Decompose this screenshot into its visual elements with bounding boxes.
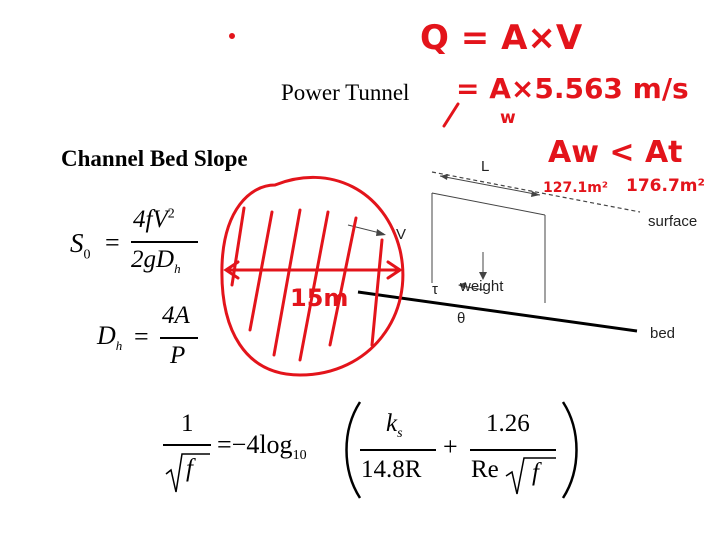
- dh-lhs: Dh: [97, 321, 122, 354]
- velocity-label: V: [396, 226, 407, 243]
- cw-term1-numerator-k: k: [386, 410, 398, 437]
- slope-numerator-exponent: 2: [167, 206, 175, 222]
- cw-left-paren: [345, 401, 362, 499]
- slope-lhs-symbol: S: [70, 228, 84, 258]
- cw-right-paren: [561, 401, 578, 499]
- slope-denominator-subscript: h: [174, 261, 181, 276]
- slope-fraction-bar: [131, 241, 198, 243]
- cw-plus-sign: +: [443, 432, 458, 461]
- slope-denominator-text: 2gD: [131, 246, 175, 273]
- shear-arrow-line: [461, 285, 485, 291]
- cw-term2-numerator: 1.26: [486, 410, 530, 437]
- equals-sign-2: =: [134, 322, 149, 351]
- ink-area-comparison: Aw < At: [548, 135, 683, 170]
- dh-numerator: 4A: [162, 302, 190, 329]
- slope-numerator: 4fV2: [133, 206, 175, 234]
- cw-term2-denominator-re: Re: [471, 456, 499, 483]
- cw-coefficient: −4log: [231, 430, 293, 459]
- shear-stress-label: τ: [432, 281, 438, 298]
- ink-hatch-5: [328, 216, 358, 347]
- angle-label: θ: [457, 310, 466, 327]
- length-arrow-right-head: [531, 191, 540, 197]
- equals-sign-1: =: [105, 228, 120, 257]
- cw-term1-numerator-sub: s: [397, 426, 403, 441]
- ink-circle: [220, 175, 405, 377]
- dh-fraction-bar: [160, 337, 198, 339]
- slide-title: Power Tunnel: [281, 80, 410, 105]
- ink-dimension-right-head: [386, 260, 403, 280]
- cw-lhs-numerator: 1: [181, 410, 194, 437]
- cw-term2-denominator-f: f: [532, 459, 539, 486]
- weight-label: weight: [460, 278, 504, 295]
- slope-lhs-subscript: 0: [83, 247, 91, 263]
- cw-term1-denominator: 14.8R: [361, 456, 422, 483]
- dh-denominator: P: [170, 342, 186, 369]
- length-label: L: [481, 158, 490, 175]
- ink-tunnel-area: 176.7m²: [626, 176, 705, 196]
- ink-hatch-1: [230, 206, 246, 287]
- cw-term1-numerator: ks: [386, 410, 403, 442]
- shear-arrow-head: [458, 282, 466, 289]
- dh-lhs-subscript: h: [115, 338, 123, 354]
- cw-lhs-denominator: f: [186, 455, 193, 482]
- ink-arrow-stroke: [442, 102, 460, 128]
- ink-annotations: [220, 33, 460, 377]
- dh-lhs-symbol: D: [97, 321, 116, 350]
- ink-q-equals-av: Q = A×V: [420, 18, 583, 58]
- ink-dimension-label: 15m: [290, 284, 349, 312]
- slope-numerator-text: 4fV: [133, 206, 168, 233]
- bed-label: bed: [650, 325, 676, 342]
- slope-lhs: S0: [70, 228, 91, 263]
- cw-lhs-fraction-bar: [163, 444, 211, 446]
- length-arrow-line: [439, 175, 541, 196]
- velocity-arrow-head: [376, 229, 386, 236]
- surface-line: [431, 171, 641, 213]
- slide-subtitle: Channel Bed Slope: [61, 146, 248, 171]
- section-top-line: [431, 192, 546, 216]
- ink-hatch-6: [370, 238, 384, 347]
- ink-velocity-value: = A×5.563 m/s: [456, 72, 689, 105]
- ink-w-mark: w: [500, 108, 516, 128]
- slope-denominator: 2gDh: [131, 246, 181, 277]
- cw-equals-and-coefficient: =−4log10: [217, 430, 307, 464]
- bed-line: [357, 290, 638, 333]
- ink-dot: [229, 33, 235, 39]
- cw-term1-fraction-bar: [360, 449, 436, 451]
- ink-hatch-2: [248, 210, 274, 332]
- ink-hatch-4: [298, 210, 330, 362]
- ink-water-area: 127.1m²: [543, 180, 609, 196]
- surface-label: surface: [648, 213, 698, 230]
- cw-term2-fraction-bar: [470, 449, 556, 451]
- ink-hatch-3: [272, 208, 302, 357]
- weight-arrow-head: [479, 272, 487, 280]
- cw-log-base: 10: [292, 448, 307, 464]
- length-arrow-left-head: [440, 174, 448, 180]
